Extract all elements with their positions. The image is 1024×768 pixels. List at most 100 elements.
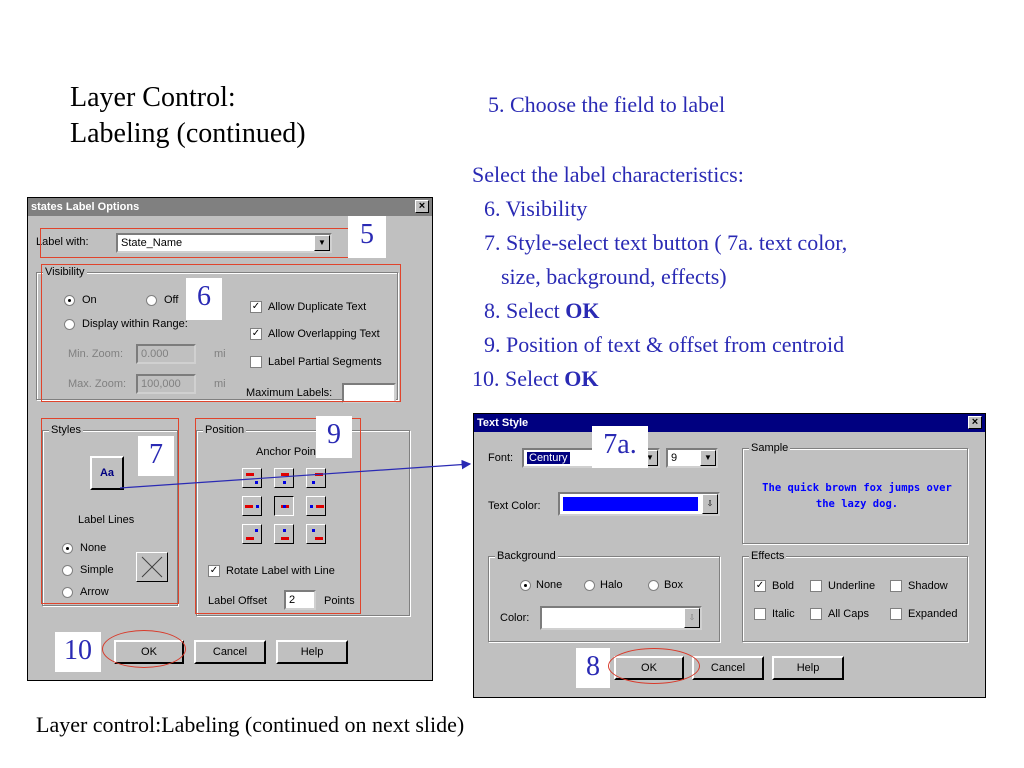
display-range-radio[interactable] (64, 319, 75, 330)
anchor-center[interactable] (274, 496, 294, 516)
close-icon[interactable]: × (415, 200, 429, 213)
anchor-bottom-right[interactable] (306, 524, 326, 544)
step-10-text: 10. Select OK (472, 366, 599, 391)
all-caps-checkbox[interactable] (810, 608, 822, 620)
points-label: Points (324, 595, 355, 607)
max-zoom-label: Max. Zoom: (68, 378, 127, 390)
allow-overlapping-label: Allow Overlapping Text (268, 328, 380, 340)
label-lines-label: Label Lines (78, 514, 135, 526)
max-zoom-field[interactable]: 100,000 (136, 374, 196, 394)
text-style-dialog: Text Style × Font: Century ▼ 9 ▼ Text Co… (473, 413, 986, 698)
text-style-title: Text Style (477, 417, 529, 429)
shadow-label: Shadow (908, 580, 948, 592)
min-zoom-label: Min. Zoom: (68, 348, 124, 360)
anchor-point-label: Anchor Point (256, 446, 319, 458)
all-caps-label: All Caps (828, 608, 869, 620)
allow-overlapping-checkbox[interactable]: ✓ (250, 328, 262, 340)
step-8-text: 8. Select OK (484, 298, 600, 323)
allow-duplicate-label: Allow Duplicate Text (268, 301, 367, 313)
bold-checkbox[interactable]: ✓ (754, 580, 766, 592)
display-range-label: Display within Range: (82, 318, 188, 330)
anchor-middle-right[interactable] (306, 496, 326, 516)
help-button[interactable]: Help (772, 656, 844, 680)
ok-highlight-oval (102, 630, 186, 668)
size-select[interactable]: 9 ▼ (666, 448, 718, 468)
slide-title: Layer Control: Labeling (continued) (70, 80, 306, 152)
label-offset-label: Label Offset (208, 595, 268, 607)
line-simple-label: Simple (80, 564, 114, 576)
line-simple-radio[interactable] (62, 565, 73, 576)
close-icon[interactable]: × (968, 416, 982, 429)
text-color-label: Text Color: (488, 500, 541, 512)
step-9-text: 9. Position of text & offset from centro… (484, 332, 845, 357)
rotate-label-checkbox[interactable]: ✓ (208, 565, 220, 577)
allow-duplicate-checkbox[interactable]: ✓ (250, 301, 262, 313)
italic-label: Italic (772, 608, 795, 620)
italic-checkbox[interactable] (754, 608, 766, 620)
text-style-titlebar: Text Style × (474, 414, 985, 432)
font-value: Century (527, 452, 570, 464)
chevron-down-icon[interactable]: ▼ (700, 450, 716, 466)
callout-9-box (195, 418, 361, 614)
label-partial-checkbox[interactable] (250, 356, 262, 368)
help-button[interactable]: Help (276, 640, 348, 664)
slide-title-line1: Layer Control: (70, 82, 236, 113)
chevron-down-icon[interactable]: ⇩ (684, 608, 700, 628)
callout-7a: 7a. (592, 426, 648, 468)
label-partial-label: Label Partial Segments (268, 356, 382, 368)
anchor-bottom-center[interactable] (274, 524, 294, 544)
visibility-on-radio[interactable] (64, 295, 75, 306)
underline-checkbox[interactable] (810, 580, 822, 592)
callout-7-box (41, 418, 179, 604)
underline-label: Underline (828, 580, 876, 592)
slide-title-line2: Labeling (continued) (70, 118, 306, 149)
max-labels-label: Maximum Labels: (246, 387, 333, 399)
label-options-titlebar: states Label Options × (28, 198, 432, 216)
line-arrow-radio[interactable] (62, 587, 73, 598)
text-color-picker[interactable]: ⇩ (558, 492, 720, 516)
styles-group: Styles (42, 424, 178, 606)
slide-caption: Layer control:Labeling (continued on nex… (36, 712, 465, 737)
callout-6-box (41, 264, 401, 402)
sample-text: The quick brown fox jumps over the lazy … (762, 482, 952, 510)
label-with-label: Label with: (36, 236, 89, 248)
select-heading: Select the label characteristics: (472, 162, 744, 187)
text-color-swatch (563, 497, 698, 511)
line-preview-icon (136, 552, 168, 582)
step-7-cont-text: size, background, effects) (501, 264, 727, 289)
visibility-group-label: Visibility (43, 266, 87, 278)
chevron-down-icon[interactable]: ▼ (314, 235, 330, 251)
text-style-button[interactable]: Aa (90, 456, 124, 490)
position-group: Position (196, 424, 410, 616)
callout-6: 6 (186, 278, 222, 320)
background-group: Background (488, 550, 720, 642)
max-labels-field[interactable] (342, 383, 396, 403)
bold-label: Bold (772, 580, 795, 592)
min-zoom-field[interactable]: 0.000 (136, 344, 196, 364)
label-with-select[interactable]: State_Name ▼ (116, 233, 332, 253)
step-5-text: 5. Choose the field to label (488, 92, 726, 117)
background-group-label: Background (495, 550, 558, 562)
expanded-checkbox[interactable] (890, 608, 902, 620)
bg-none-radio[interactable] (520, 580, 531, 591)
label-with-value: State_Name (121, 237, 183, 249)
position-group-label: Position (203, 424, 247, 436)
shadow-checkbox[interactable] (890, 580, 902, 592)
font-label: Font: (488, 452, 514, 464)
styles-group-label: Styles (49, 424, 83, 436)
visibility-off-radio[interactable] (146, 295, 157, 306)
rotate-label-label: Rotate Label with Line (226, 565, 335, 577)
cancel-button[interactable]: Cancel (692, 656, 764, 680)
line-none-radio[interactable] (62, 543, 73, 554)
anchor-bottom-left[interactable] (242, 524, 262, 544)
cancel-button[interactable]: Cancel (194, 640, 266, 664)
anchor-middle-left[interactable] (242, 496, 262, 516)
label-offset-field[interactable]: 2 (284, 590, 316, 610)
expanded-label: Expanded (908, 608, 958, 620)
line-arrow-label: Arrow (80, 586, 109, 598)
bg-box-radio[interactable] (648, 580, 659, 591)
bg-halo-radio[interactable] (584, 580, 595, 591)
chevron-down-icon[interactable]: ⇩ (702, 494, 718, 514)
bg-color-picker[interactable]: ⇩ (540, 606, 702, 630)
step-6-text: 6. Visibility (484, 196, 588, 221)
